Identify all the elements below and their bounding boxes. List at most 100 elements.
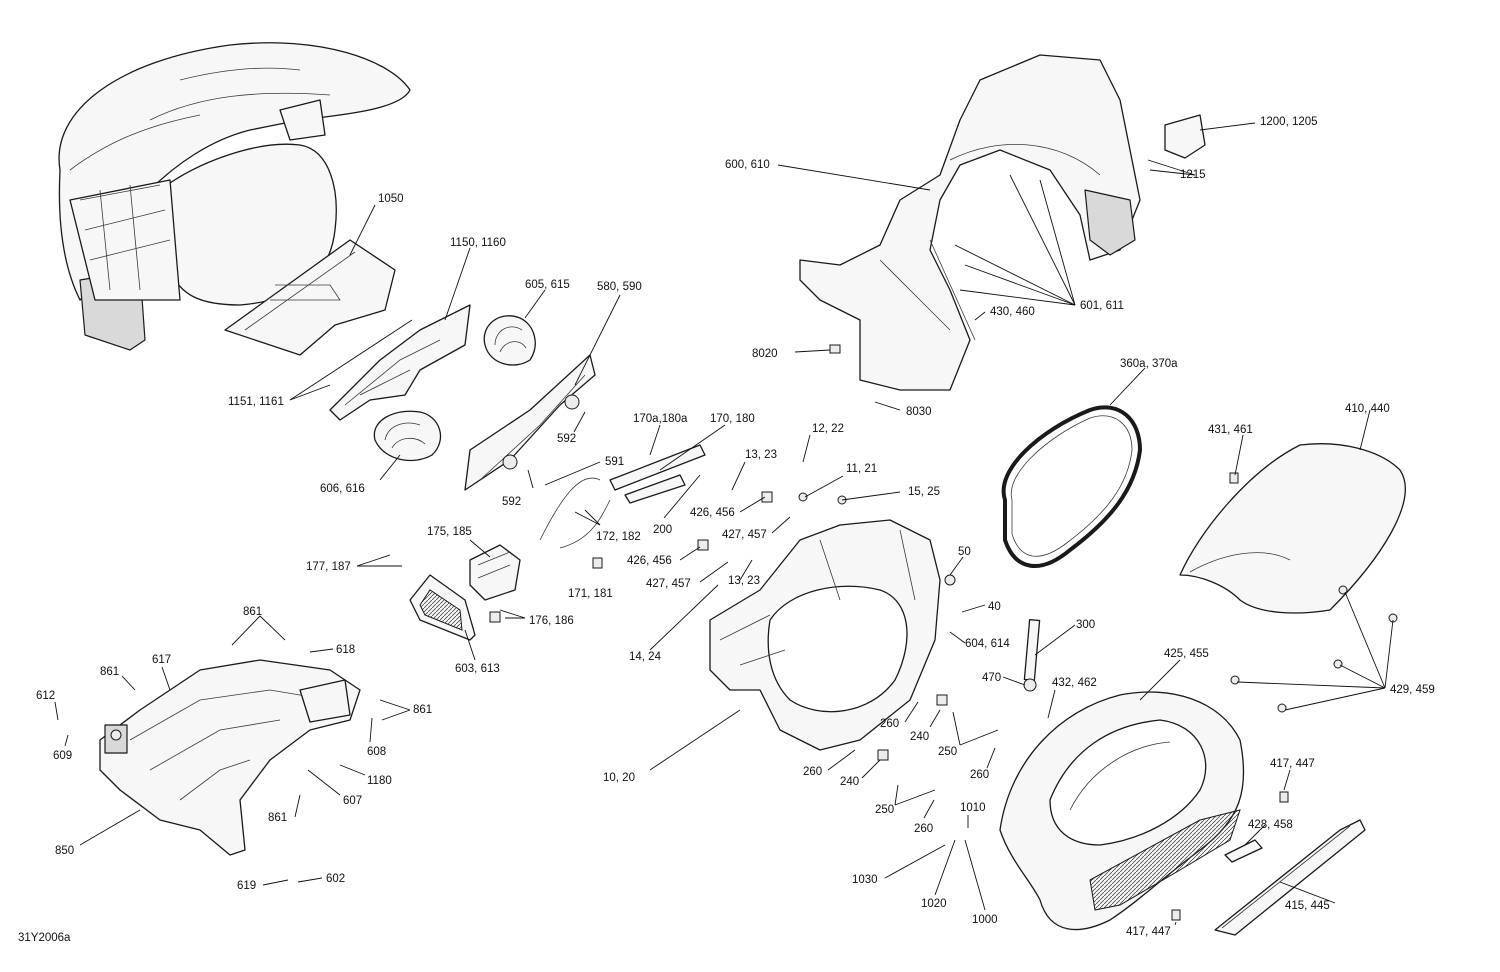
callout-618: 618 [336, 644, 355, 656]
callout-40: 40 [988, 601, 1001, 613]
callout-591: 591 [605, 456, 624, 468]
callout-13a: 13, 23 [745, 449, 777, 461]
callout-429: 429, 459 [1390, 684, 1435, 696]
callout-1000: 1000 [972, 914, 998, 926]
rear-trunk-assembly [58, 42, 411, 351]
callout-176: 176, 186 [529, 615, 574, 627]
callout-861d: 861 [268, 812, 287, 824]
callout-1050: 1050 [378, 193, 404, 205]
callout-417b: 417, 447 [1126, 926, 1171, 938]
callout-592a: 592 [557, 433, 576, 445]
rubber-boot-606 [373, 410, 442, 462]
callout-8020: 8020 [752, 348, 778, 360]
callout-260c: 260 [970, 769, 989, 781]
callout-240b: 240 [840, 776, 859, 788]
callout-426b: 426, 456 [627, 555, 672, 567]
callout-427b: 427, 457 [646, 578, 691, 590]
lid-410 [1179, 443, 1406, 614]
module-1200 [1164, 114, 1206, 159]
fender-600 [799, 54, 1141, 391]
reflector-428 [1224, 839, 1263, 863]
callout-415: 415, 445 [1285, 900, 1330, 912]
callout-604: 604, 614 [965, 638, 1010, 650]
callout-250b: 250 [875, 804, 894, 816]
callout-470: 470 [982, 672, 1001, 684]
callout-14: 14, 24 [629, 651, 662, 663]
callout-426a: 426, 456 [690, 507, 735, 519]
callout-50: 50 [958, 546, 971, 558]
callout-861a: 861 [243, 606, 262, 618]
reflector-strip-415 [1214, 819, 1366, 936]
callout-250a: 250 [938, 746, 957, 758]
callout-410: 410, 440 [1345, 403, 1390, 415]
trim-panel-580 [464, 354, 596, 491]
callout-1010: 1010 [960, 802, 986, 814]
callout-260d: 260 [914, 823, 933, 835]
callout-603: 603, 613 [455, 663, 500, 675]
callout-609: 609 [53, 750, 72, 762]
callout-861b: 861 [100, 666, 119, 678]
callout-580: 580, 590 [597, 281, 642, 293]
callout-1151: 1151, 1161 [228, 396, 284, 408]
callout-13b: 13, 23 [728, 575, 760, 587]
callout-427a: 427, 457 [722, 529, 767, 541]
actuator-175 [469, 544, 521, 601]
rear-frame-850 [99, 659, 361, 856]
callout-177: 177, 187 [306, 561, 351, 573]
leader-lines [54, 122, 1394, 926]
side-case-425 [999, 691, 1245, 931]
callout-300: 300 [1076, 619, 1095, 631]
callout-170a: 170a,180a [633, 413, 688, 425]
callout-612: 612 [36, 690, 55, 702]
callout-1020: 1020 [921, 898, 947, 910]
callout-605: 605, 615 [525, 279, 570, 291]
callout-240a: 240 [910, 731, 929, 743]
callout-12: 12, 22 [812, 423, 844, 435]
callout-15: 15, 25 [908, 486, 940, 498]
seal-360 [1001, 405, 1142, 568]
callout-260a: 260 [880, 718, 899, 730]
callout-170: 170, 180 [710, 413, 755, 425]
diagram-code: 31Y2006a [18, 932, 71, 944]
callout-432: 432, 462 [1052, 677, 1097, 689]
strut-300 [1023, 619, 1041, 692]
callout-172: 172, 182 [596, 531, 641, 543]
callout-425: 425, 455 [1164, 648, 1209, 660]
callout-431: 431, 461 [1208, 424, 1253, 436]
callout-10: 10, 20 [603, 772, 635, 784]
callout-606: 606, 616 [320, 483, 365, 495]
rubber-boot-605 [483, 315, 536, 366]
callout-617: 617 [152, 654, 171, 666]
callout-8030: 8030 [906, 406, 932, 418]
callout-200: 200 [653, 524, 672, 536]
callout-600: 600, 610 [725, 159, 770, 171]
callout-601: 601, 611 [1080, 300, 1124, 312]
callout-1150: 1150, 1160 [450, 237, 506, 249]
callout-850: 850 [55, 845, 74, 857]
callout-260b: 260 [803, 766, 822, 778]
support-frame-10 [709, 519, 941, 751]
callout-1030: 1030 [852, 874, 878, 886]
callout-428: 428, 458 [1248, 819, 1293, 831]
callout-1215: 1215 [1180, 169, 1206, 181]
callout-360: 360a, 370a [1120, 358, 1178, 370]
callout-175: 175, 185 [427, 526, 472, 538]
latch-rod-170 [539, 444, 706, 549]
callout-171: 171, 181 [568, 588, 613, 600]
callout-417a: 417, 447 [1270, 758, 1315, 770]
trunk-tray-1050 [224, 239, 396, 356]
callout-619: 619 [237, 880, 256, 892]
callout-11: 11, 21 [846, 463, 877, 475]
callout-labels: 1050 1150, 1160 1151, 1161 605, 615 606,… [36, 116, 1435, 938]
callout-607: 607 [343, 795, 362, 807]
callout-430: 430, 460 [990, 306, 1035, 318]
callout-1180: 1180 [367, 775, 392, 787]
callout-592b: 592 [502, 496, 521, 508]
callout-602: 602 [326, 873, 345, 885]
callout-861c: 861 [413, 704, 432, 716]
pocket-603 [409, 574, 476, 641]
small-fasteners [489, 344, 1398, 921]
callout-1200: 1200, 1205 [1260, 116, 1318, 128]
callout-608: 608 [367, 746, 386, 758]
